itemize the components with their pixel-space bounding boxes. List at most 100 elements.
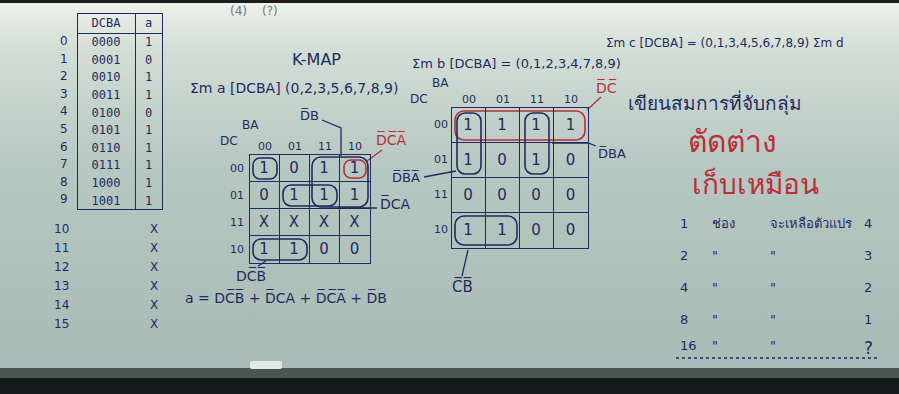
table-cell: 2 <box>864 280 872 296</box>
kmap-cell: 0 <box>280 155 310 182</box>
board-frame <box>0 0 899 3</box>
kmap-cell: 0 <box>310 236 340 263</box>
minterm-list: Σm c [DCBA] = (0,1,3,4,5,6,7,8,9) Σm d <box>606 36 844 50</box>
gray-code-header: 00 <box>258 140 272 153</box>
kmap-cell: 1 <box>280 182 310 209</box>
axis-name: DC <box>410 92 428 106</box>
table-cell: " <box>712 248 718 264</box>
minterm-list: Σm b [DCBA] = (0,1,2,3,4,7,8,9) <box>412 56 621 72</box>
table-cell: 0010 <box>78 69 136 87</box>
gray-code-header: 01 <box>434 153 448 166</box>
table-cell: 1 <box>136 34 162 52</box>
row-number: 9 <box>60 192 68 206</box>
table-cell: 0001 <box>78 51 136 69</box>
kmap-cell: 1 <box>486 108 520 143</box>
table-cell: 0000 <box>78 34 136 52</box>
table-cell: 0100 <box>78 104 136 122</box>
row-number: 13 <box>54 279 69 293</box>
karnaugh-map: 1111101000001100 <box>451 107 589 249</box>
table-cell: 1 <box>136 139 162 157</box>
row-number: 6 <box>60 140 68 154</box>
group-loop <box>455 111 585 140</box>
axis-name: DC <box>220 134 238 148</box>
table-cell: 0101 <box>78 121 136 139</box>
column-header: a <box>136 14 162 34</box>
kmap-cell: 1 <box>520 108 554 143</box>
dont-care: X <box>150 279 158 293</box>
note: เขียนสมการที่จับกลุ่ม <box>628 92 802 115</box>
gray-code-header: 11 <box>530 93 544 106</box>
table-cell: 0011 <box>78 86 136 104</box>
group-term: D̅C̅ <box>596 80 617 97</box>
truth-table: DCBAa00001000100010100111010000101101101… <box>77 13 163 211</box>
gray-code-header: 11 <box>230 216 244 229</box>
faded-note: (4) <box>230 4 247 18</box>
gray-code-header: 00 <box>230 162 244 175</box>
gray-code-header: 10 <box>348 140 362 153</box>
dont-care: X <box>150 222 158 236</box>
table-cell: " <box>712 312 718 328</box>
kmap-cell: 1 <box>250 236 280 263</box>
kmap-cell: 0 <box>554 143 588 178</box>
table-cell: 0 <box>136 104 162 122</box>
dont-care: X <box>150 317 158 331</box>
table-cell: 4 <box>680 280 688 296</box>
row-number: 3 <box>60 87 68 101</box>
gray-code-header: 11 <box>434 188 448 201</box>
gray-code-header: 00 <box>434 118 448 131</box>
kmap-cell: X <box>310 209 340 236</box>
table-cell: 0110 <box>78 139 136 157</box>
gray-code-header: 01 <box>496 93 510 106</box>
row-number: 12 <box>54 260 69 274</box>
table-cell: 16 <box>680 338 697 354</box>
minterm-list: Σm a [DCBA] (0,2,3,5,6,7,8,9) <box>190 80 398 97</box>
kmap-cell: 0 <box>250 182 280 209</box>
faded-note: (?) <box>262 4 278 18</box>
title: K-MAP <box>292 50 341 69</box>
axis-name: BA <box>242 118 258 132</box>
group-term: D̅C̅A̅ <box>376 132 406 149</box>
kmap-cell: X <box>280 209 310 236</box>
table-cell: " <box>770 248 776 264</box>
kmap-cell: 1 <box>340 182 370 209</box>
board-frame <box>0 378 899 394</box>
leader-line <box>552 143 596 146</box>
group-term: D̅B <box>300 108 319 124</box>
note: เก็บเหมือน <box>692 168 819 202</box>
board-surface <box>0 0 899 368</box>
kmap-cell: 1 <box>280 236 310 263</box>
kmap-cell: X <box>340 209 370 236</box>
table-cell: 2 <box>680 248 688 264</box>
table-cell: ? <box>864 338 873 358</box>
table-cell: 1001 <box>78 192 136 210</box>
row-number: 7 <box>60 157 68 171</box>
table-cell: 0111 <box>78 157 136 175</box>
kmap-cell: 1 <box>250 155 280 182</box>
table-cell: 4 <box>864 216 872 232</box>
gray-code-header: 01 <box>230 189 244 202</box>
dont-care: X <box>150 260 158 274</box>
dont-care: X <box>150 241 158 255</box>
table-cell: " <box>770 280 776 296</box>
group-term: C̅B̅ <box>452 278 473 296</box>
row-number: 2 <box>60 69 68 83</box>
kmap-cell: 1 <box>340 155 370 182</box>
leader-line <box>587 97 601 110</box>
kmap-cell: 0 <box>452 178 486 213</box>
column-header: DCBA <box>78 14 136 34</box>
row-number: 8 <box>60 175 68 189</box>
kmap-cell: 0 <box>486 178 520 213</box>
table-cell: 0 <box>136 51 162 69</box>
kmap-cell: 0 <box>340 236 370 263</box>
table-cell: จะเหลือตัวแปร <box>770 216 852 232</box>
table-cell: 1 <box>136 121 162 139</box>
kmap-cell: 1 <box>486 213 520 248</box>
kmap-cell: 0 <box>520 213 554 248</box>
kmap-cell: 0 <box>554 213 588 248</box>
kmap-cell: 1 <box>452 108 486 143</box>
table-cell: 1 <box>136 86 162 104</box>
gray-code-header: 00 <box>462 93 476 106</box>
table-cell: " <box>712 338 718 354</box>
kmap-cell: 1 <box>452 213 486 248</box>
table-cell: " <box>712 280 718 296</box>
